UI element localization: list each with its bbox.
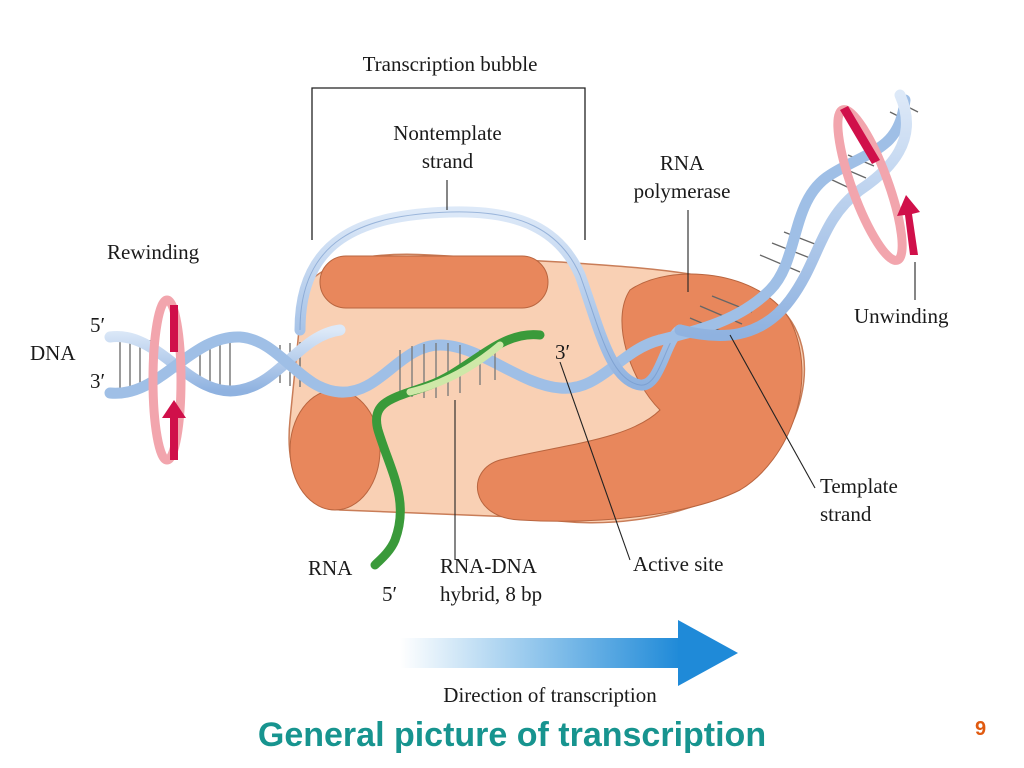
- rna-5prime-label: 5′: [382, 582, 398, 606]
- rewinding-rotation-arrow: [148, 295, 186, 465]
- dna-label: DNA: [30, 341, 76, 365]
- template-strand-label-line1: Template: [820, 474, 898, 498]
- left-domain: [289, 389, 381, 511]
- page-number: 9: [975, 718, 987, 740]
- upper-domain: [319, 255, 549, 309]
- dna-3prime-label: 3′: [90, 369, 106, 393]
- rewinding-label: Rewinding: [107, 240, 200, 264]
- template-strand-label-line2: strand: [820, 502, 872, 526]
- rna-label: RNA: [308, 556, 353, 580]
- active-site-label: Active site: [633, 552, 724, 576]
- bubble-bracket: [311, 87, 586, 240]
- unwinding-rotation-arrow: [833, 105, 920, 265]
- rna-3prime-label: 3′: [555, 340, 571, 364]
- hybrid-label-line2: hybrid, 8 bp: [440, 582, 543, 606]
- nontemplate-strand-label-line2: strand: [421, 149, 474, 173]
- rna-polymerase-label-line2: polymerase: [633, 179, 731, 203]
- slide-title: General picture of transcription: [257, 716, 767, 754]
- hybrid-label-line1: RNA-DNA: [440, 554, 537, 578]
- rna-hybrid-light: [406, 341, 504, 396]
- template-strand: [334, 334, 666, 398]
- dna-5prime-label: 5′: [90, 313, 106, 337]
- direction-label: Direction of transcription: [443, 683, 657, 707]
- rna-polymerase-label-line1: RNA: [659, 151, 705, 175]
- direction-arrow: [400, 620, 738, 686]
- nontemplate-strand-label-line1: Nontemplate: [393, 121, 502, 145]
- rna-strand: [370, 330, 545, 570]
- transcription-bubble-label: Transcription bubble: [362, 52, 538, 76]
- leader-lines: [446, 180, 916, 561]
- unwinding-label: Unwinding: [854, 304, 949, 328]
